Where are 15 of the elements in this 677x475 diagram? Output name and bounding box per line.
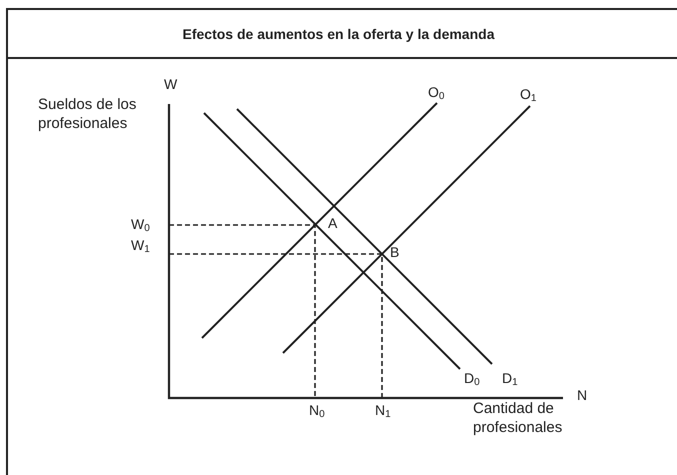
axis-label: N xyxy=(577,387,588,404)
point-label: B xyxy=(390,244,400,261)
curve-label: O$_{0}$ xyxy=(428,84,444,101)
curve-label: D$_{0}$ xyxy=(464,370,480,387)
tick-label: N$_{0}$ xyxy=(309,402,325,419)
title: Efectos de aumentos en la oferta y la demanda xyxy=(182,26,494,42)
curve-label: O$_{1}$ xyxy=(520,86,536,103)
point-label: A xyxy=(328,215,338,232)
tick-label: W$_{1}$ xyxy=(131,237,150,254)
axis-title: Cantidad de profesionales xyxy=(473,399,564,437)
axis-label: W xyxy=(164,76,178,93)
tick-label: W$_{0}$ xyxy=(131,216,150,233)
tick-label: N$_{1}$ xyxy=(375,402,391,419)
axis-title: Sueldos de los profesionales xyxy=(38,95,138,133)
curve-label: D$_{1}$ xyxy=(502,370,518,387)
